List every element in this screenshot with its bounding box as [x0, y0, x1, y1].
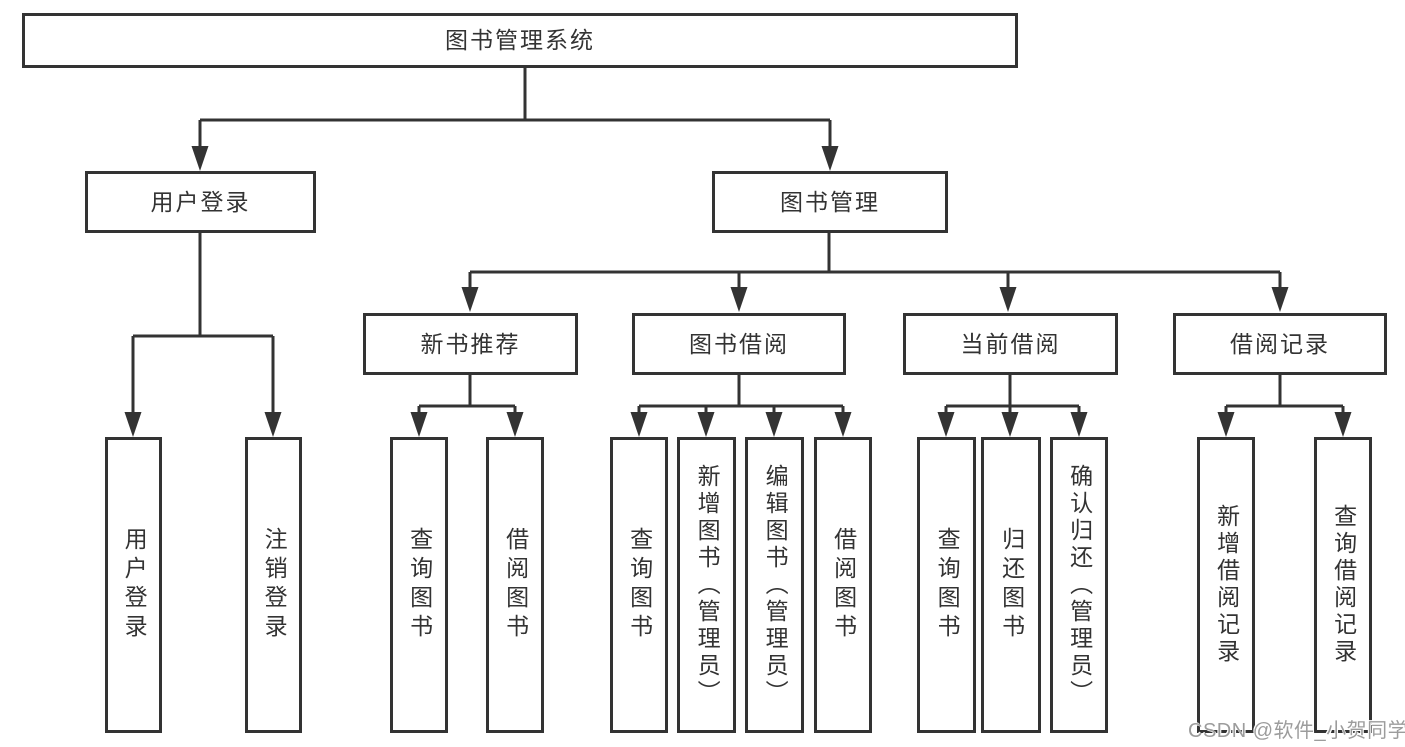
leaf-query-borrow-record: 查询借阅记录 — [1314, 437, 1372, 733]
leaf-logout-login-label: 注销登录 — [261, 527, 288, 643]
node-current-borrow-label: 当前借阅 — [960, 330, 1061, 357]
leaf-add-borrow-record: 新增借阅记录 — [1197, 437, 1255, 733]
leaf-return-book-label: 归还图书 — [998, 527, 1025, 643]
leaf-confirm-return-admin-label: 确认归还（管理员） — [1066, 463, 1093, 707]
node-borrow-record-label: 借阅记录 — [1230, 330, 1330, 357]
leaf-borrow-books-2: 借阅图书 — [814, 437, 872, 733]
node-book-borrow: 图书借阅 — [632, 313, 846, 375]
leaf-confirm-return-admin: 确认归还（管理员） — [1050, 437, 1108, 733]
leaf-borrow-books-recommend-label: 借阅图书 — [502, 527, 529, 643]
node-user-login: 用户登录 — [85, 171, 316, 233]
node-user-login-label: 用户登录 — [150, 188, 251, 215]
node-new-book-recommend-label: 新书推荐 — [420, 330, 521, 357]
leaf-logout-login: 注销登录 — [245, 437, 302, 733]
leaf-add-book-admin-label: 新增图书（管理员） — [694, 463, 721, 707]
node-root: 图书管理系统 — [22, 13, 1018, 68]
leaf-query-books-borrow: 查询图书 — [610, 437, 668, 733]
leaf-query-books-borrow-label: 查询图书 — [626, 527, 653, 643]
leaf-query-borrow-record-label: 查询借阅记录 — [1330, 504, 1357, 666]
leaf-edit-book-admin: 编辑图书（管理员） — [745, 437, 804, 733]
leaf-add-book-admin: 新增图书（管理员） — [677, 437, 736, 733]
leaf-return-book: 归还图书 — [981, 437, 1041, 733]
leaf-query-books-current: 查询图书 — [917, 437, 976, 733]
node-borrow-record: 借阅记录 — [1173, 313, 1387, 375]
leaf-add-borrow-record-label: 新增借阅记录 — [1213, 504, 1240, 666]
watermark-text: CSDN @软件_小贺同学 — [1188, 720, 1405, 742]
leaf-query-books-recommend-label: 查询图书 — [406, 527, 433, 643]
node-new-book-recommend: 新书推荐 — [363, 313, 578, 375]
leaf-borrow-books-2-label: 借阅图书 — [830, 527, 857, 643]
node-book-borrow-label: 图书借阅 — [689, 330, 789, 357]
leaf-borrow-books-recommend: 借阅图书 — [486, 437, 544, 733]
node-root-label: 图书管理系统 — [445, 27, 595, 53]
leaf-user-login: 用户登录 — [105, 437, 162, 733]
leaf-query-books-current-label: 查询图书 — [934, 527, 961, 643]
leaf-user-login-label: 用户登录 — [121, 527, 148, 643]
node-book-management-label: 图书管理 — [780, 188, 880, 215]
leaf-query-books-recommend: 查询图书 — [390, 437, 448, 733]
leaf-edit-book-admin-label: 编辑图书（管理员） — [762, 463, 789, 707]
node-current-borrow: 当前借阅 — [903, 313, 1118, 375]
node-book-management: 图书管理 — [712, 171, 948, 233]
